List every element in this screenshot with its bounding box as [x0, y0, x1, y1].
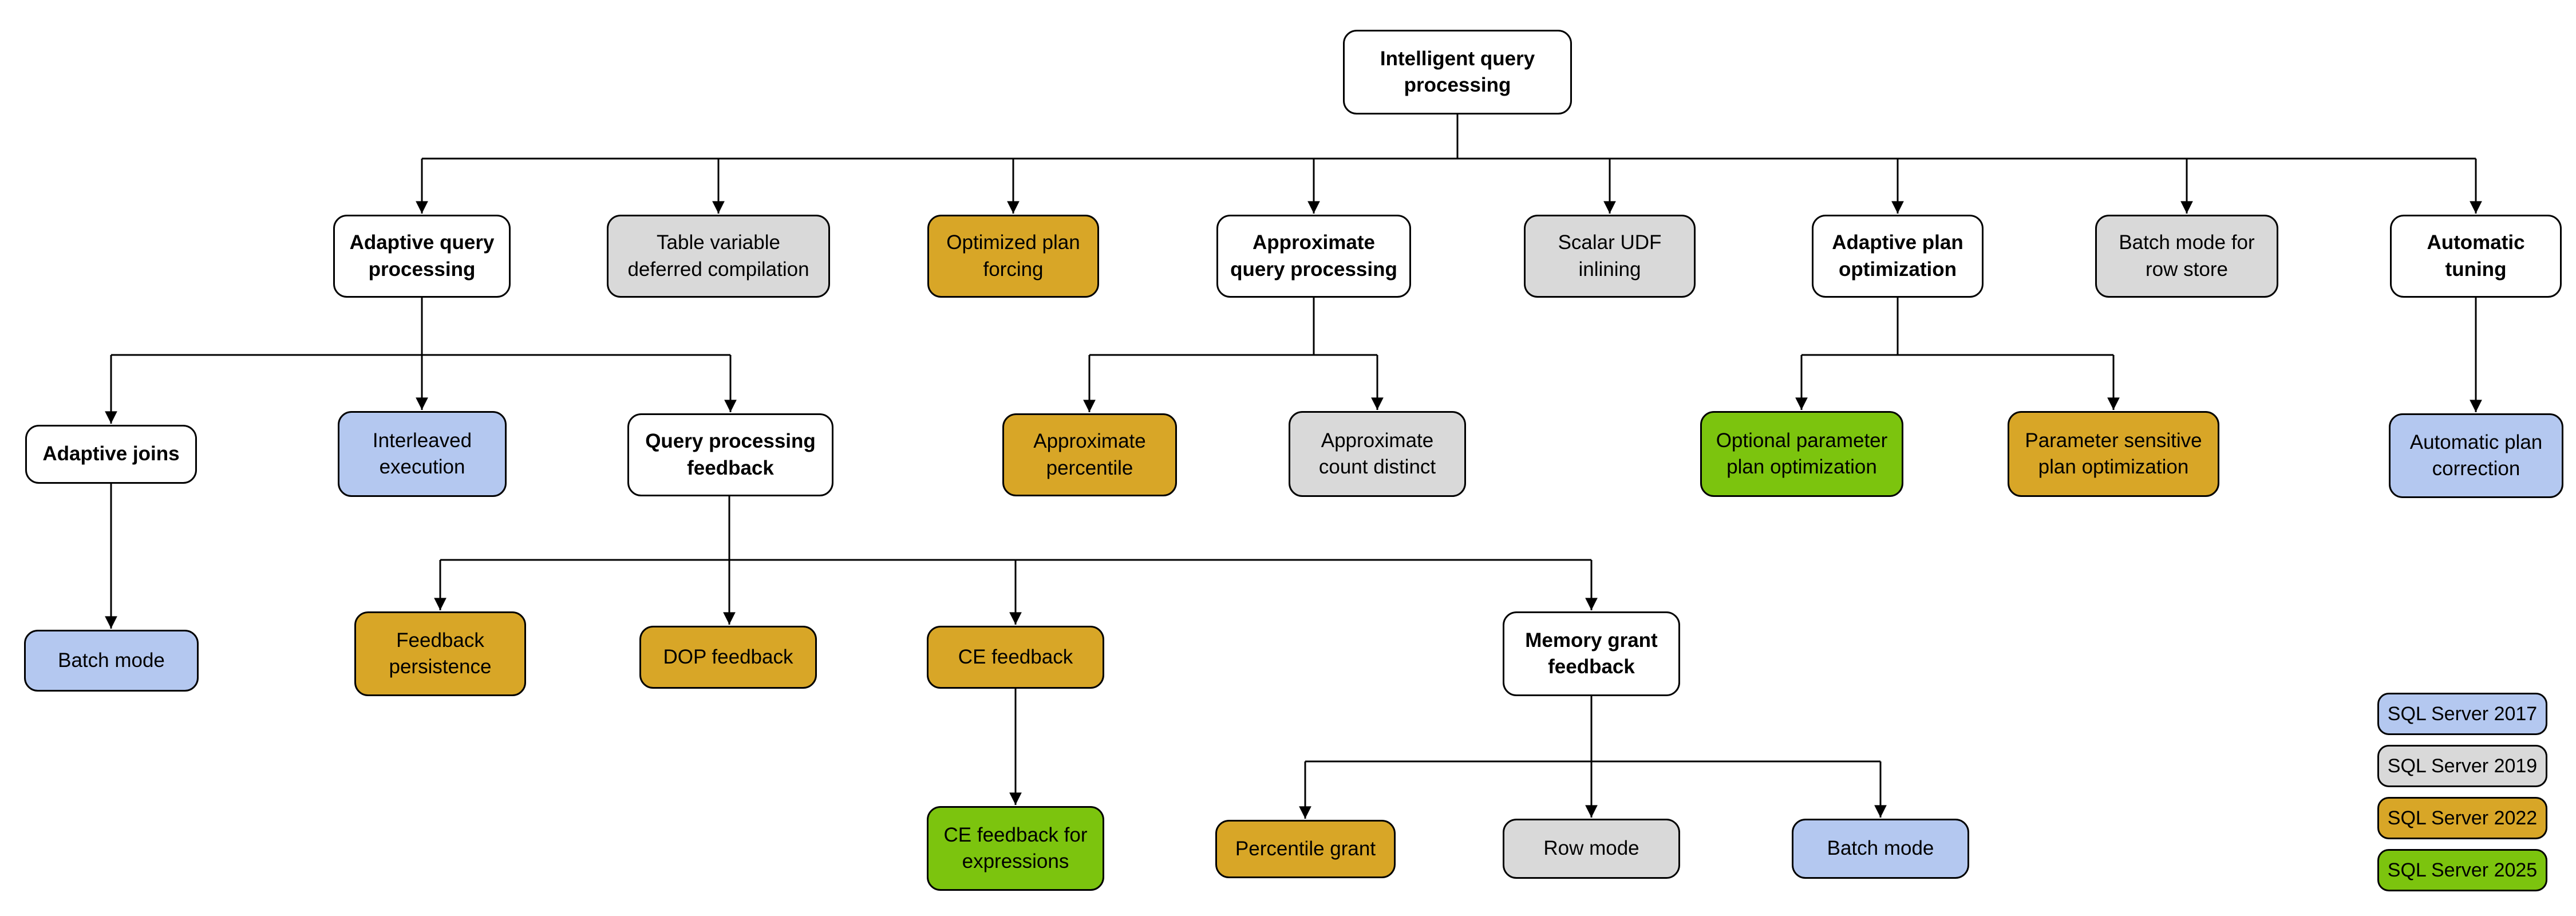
node-interleaved-execution: Interleaved execution [338, 411, 507, 497]
node-ce-feedback-for-expressions: CE feedback for expressions [927, 806, 1104, 891]
legend-item-sql-server-2019: SQL Server 2019 [2377, 745, 2547, 787]
node-table-variable-deferred-compilation: Table variable deferred compilation [607, 215, 830, 298]
node-optional-parameter-plan-optimization: Optional parameter plan optimization [1700, 411, 1903, 497]
node-optimized-plan-forcing: Optimized plan forcing [927, 215, 1099, 298]
node-dop-feedback: DOP feedback [639, 626, 817, 689]
node-automatic-plan-correction: Automatic plan correction [2389, 413, 2563, 498]
node-memory-grant-feedback: Memory grant feedback [1503, 611, 1680, 696]
node-approximate-query-processing: Approximate query processing [1216, 215, 1411, 298]
node-automatic-tuning: Automatic tuning [2390, 215, 2562, 298]
node-approximate-percentile: Approximate percentile [1002, 413, 1177, 496]
node-parameter-sensitive-plan-optimization: Parameter sensitive plan optimization [2008, 411, 2219, 497]
legend-item-sql-server-2025: SQL Server 2025 [2377, 849, 2547, 891]
node-ce-feedback: CE feedback [927, 626, 1104, 689]
node-batch-mode-1: Batch mode [24, 630, 199, 692]
node-batch-mode-2: Batch mode [1792, 819, 1969, 879]
node-adaptive-query-processing: Adaptive query processing [333, 215, 511, 298]
node-intelligent-query-processing: Intelligent query processing [1343, 30, 1572, 114]
node-adaptive-plan-optimization: Adaptive plan optimization [1812, 215, 1984, 298]
node-feedback-persistence: Feedback persistence [354, 611, 526, 696]
node-row-mode: Row mode [1503, 819, 1680, 879]
node-batch-mode-for-row-store: Batch mode for row store [2095, 215, 2278, 298]
node-percentile-grant: Percentile grant [1215, 820, 1396, 878]
node-scalar-udf-inlining: Scalar UDF inlining [1524, 215, 1696, 298]
legend-item-sql-server-2022: SQL Server 2022 [2377, 797, 2547, 839]
node-query-processing-feedback: Query processing feedback [627, 413, 833, 496]
node-approximate-count-distinct: Approximate count distinct [1289, 411, 1466, 497]
node-adaptive-joins: Adaptive joins [25, 425, 197, 484]
legend-item-sql-server-2017: SQL Server 2017 [2377, 693, 2547, 735]
